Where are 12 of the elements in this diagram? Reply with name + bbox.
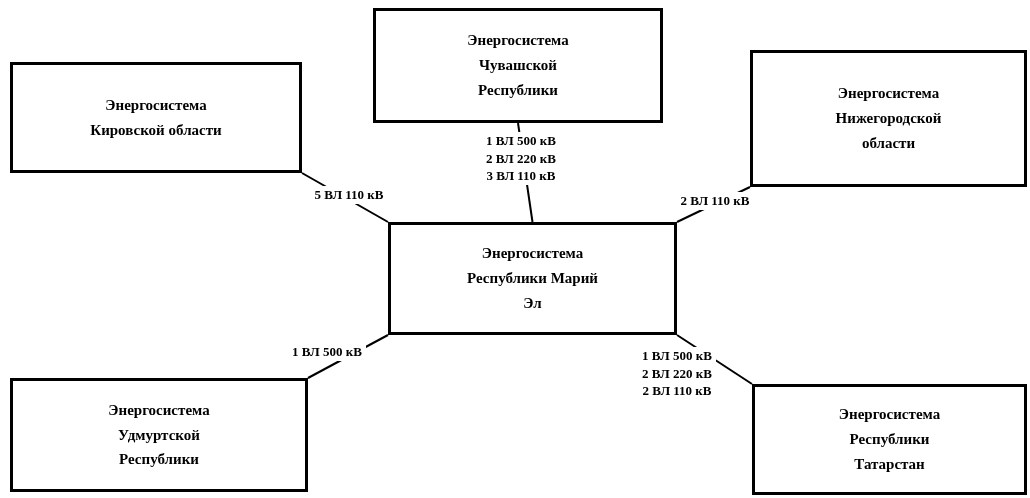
process-box <box>10 62 302 173</box>
process-box <box>750 50 1027 187</box>
box-title: Энергосистема Чувашской Республики <box>466 31 570 100</box>
process-box <box>388 222 677 335</box>
process-box <box>373 8 663 123</box>
box-title: Энергосистема Кировской области <box>89 95 223 140</box>
box-title: Энергосистема Удмуртской Республики <box>107 400 211 470</box>
box-title: Энергосистема Республики Марий Эл <box>466 244 599 313</box>
process-box <box>10 378 308 492</box>
process-box <box>752 384 1027 495</box>
box-title: Энергосистема Республики Татарстан <box>837 405 942 474</box>
box-title: Энергосистема Нижегородской области <box>834 84 943 153</box>
